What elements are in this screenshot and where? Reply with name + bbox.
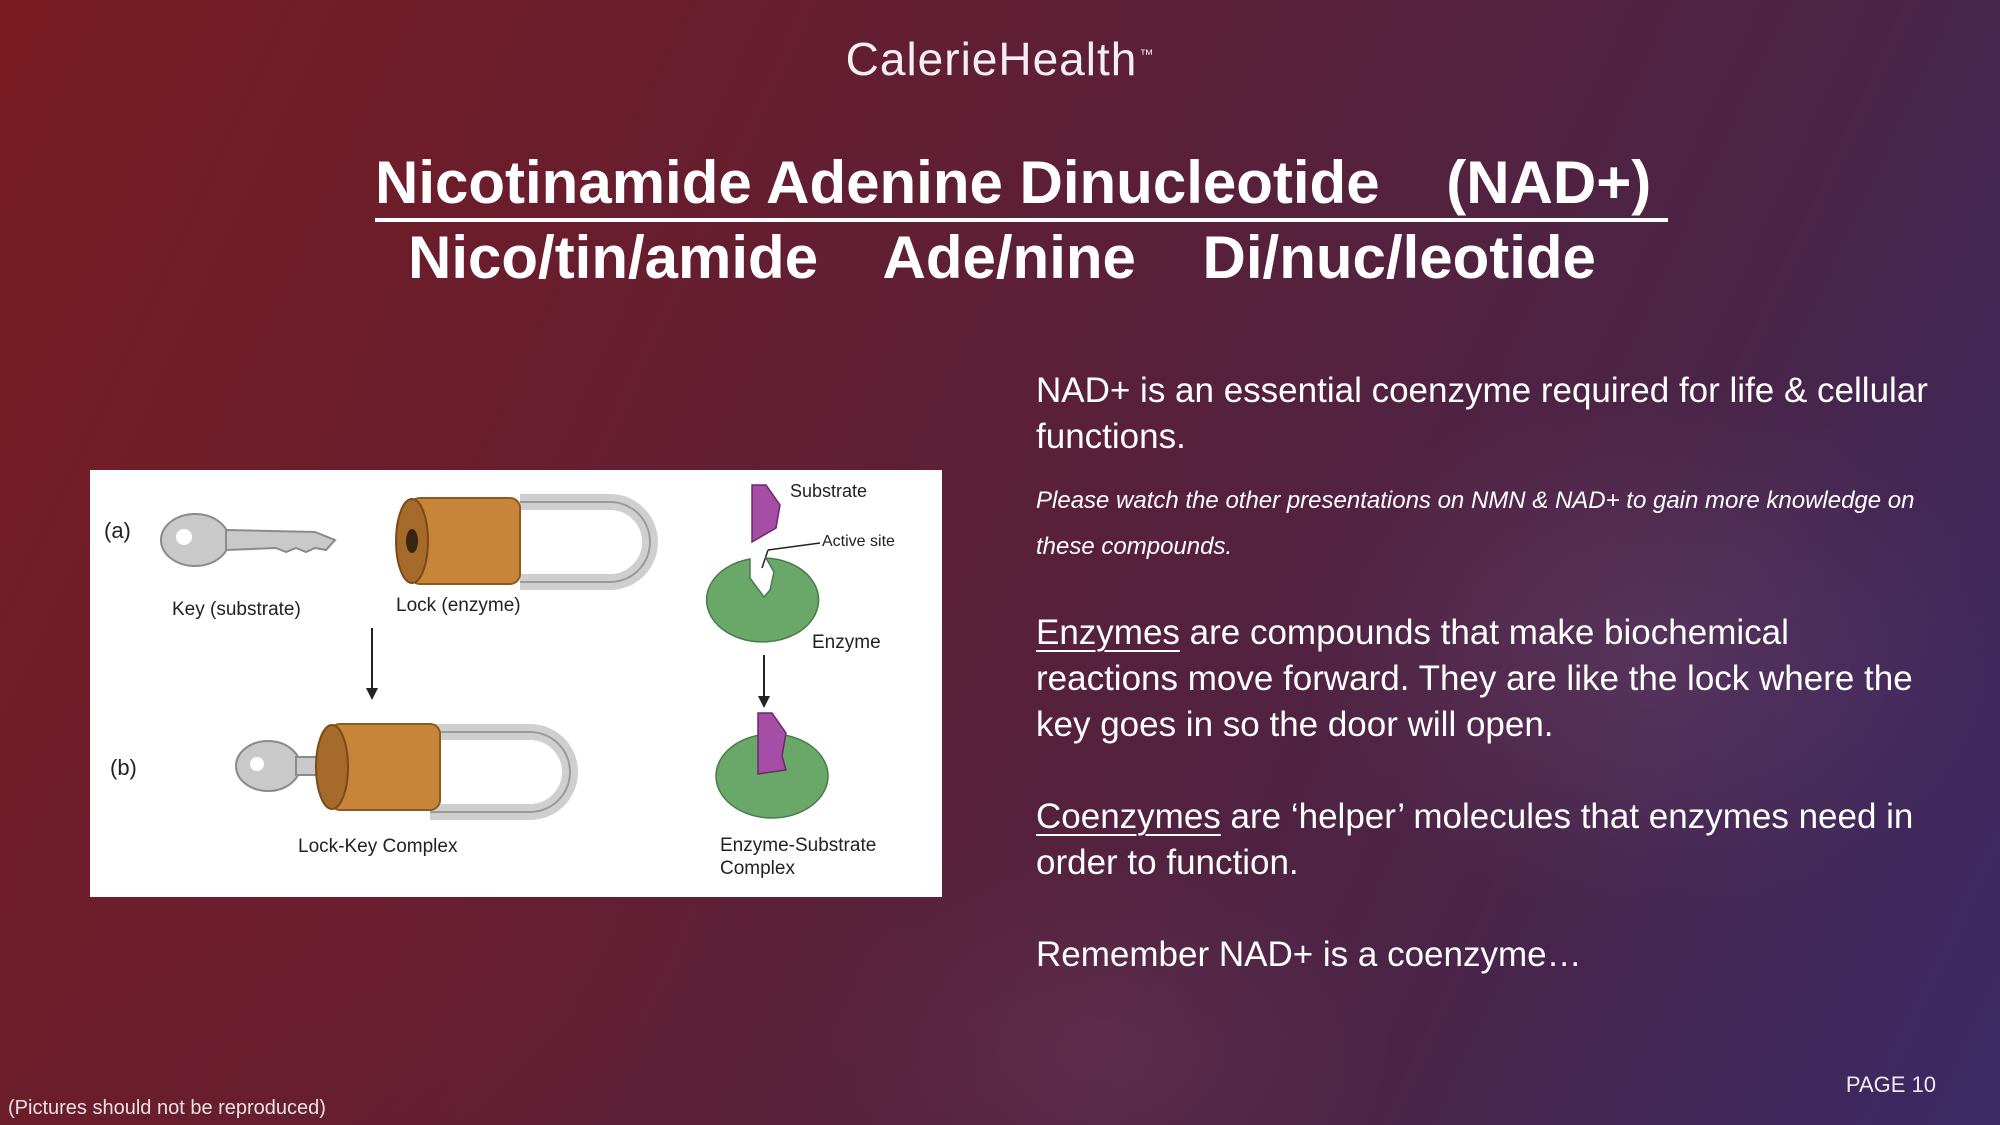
key-icon bbox=[160, 513, 337, 567]
enzyme-substrate-complex-icon bbox=[715, 712, 829, 819]
slide-title: Nicotinamide Adenine Dinucleotide (NAD+) bbox=[375, 148, 1668, 222]
es-complex-label-line2: Complex bbox=[720, 858, 795, 879]
substrate-shape bbox=[751, 484, 781, 544]
enzymes-definition: are compounds that make biochemical reac… bbox=[1036, 613, 1913, 744]
active-site-label: Active site bbox=[822, 533, 895, 550]
label-b: (b) bbox=[110, 755, 137, 780]
active-site-pointer bbox=[767, 542, 821, 551]
page-number: PAGE 10 bbox=[1845, 1072, 1936, 1097]
lock-key-complex-label: Lock-Key Complex bbox=[298, 836, 458, 857]
enzyme-label: Enzyme bbox=[812, 632, 881, 653]
arrow-head-left bbox=[366, 688, 378, 700]
coenzymes-term: Coenzymes bbox=[1036, 797, 1221, 836]
brand-trademark: ™ bbox=[1139, 45, 1155, 62]
enzymes-term: Enzymes bbox=[1036, 613, 1180, 652]
key-label: Key (substrate) bbox=[172, 599, 301, 620]
enzymes-paragraph: Enzymes are compounds that make biochemi… bbox=[1036, 610, 1936, 748]
es-complex-label-line1: Enzyme-Substrate bbox=[720, 835, 876, 856]
lock-key-complex-icon bbox=[235, 723, 578, 820]
coenzymes-paragraph: Coenzymes are ‘helper’ molecules that en… bbox=[1036, 794, 1936, 886]
arrow-head-right bbox=[758, 696, 770, 708]
label-a: (a) bbox=[104, 518, 131, 543]
pronunciation-subtitle: Nico/tin/amide Ade/nine Di/nuc/leotide bbox=[408, 224, 1596, 291]
lock-and-key-diagram: (a) Key (substrate) Lock (enzyme) (b) bbox=[90, 470, 942, 897]
intro-paragraph: NAD+ is an essential coenzyme required f… bbox=[1036, 371, 1928, 456]
enzyme-shape bbox=[705, 557, 820, 643]
body-text: NAD+ is an essential coenzyme required f… bbox=[1036, 368, 1936, 978]
substrate-label: Substrate bbox=[790, 481, 867, 501]
coenzymes-definition: are ‘helper’ molecules that enzymes need… bbox=[1036, 797, 1914, 882]
remember-paragraph: Remember NAD+ is a coenzyme… bbox=[1036, 935, 1582, 974]
reproduction-disclaimer: (Pictures should not be reproduced) bbox=[8, 1097, 326, 1119]
lock-label: Lock (enzyme) bbox=[396, 595, 521, 616]
brand-name: CalerieHealth bbox=[845, 33, 1138, 85]
padlock-icon bbox=[395, 494, 658, 590]
note-paragraph: Please watch the other presentations on … bbox=[1036, 487, 1915, 560]
